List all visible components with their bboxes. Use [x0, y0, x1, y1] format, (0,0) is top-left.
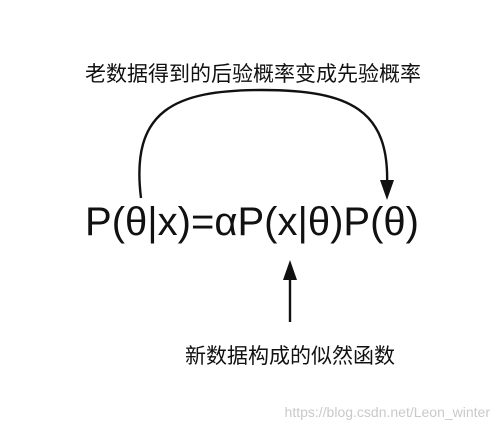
straight-arrow-head — [283, 260, 297, 280]
bayes-formula: P(θ|x)=αP(x|θ)P(θ) — [85, 200, 419, 244]
posterior-to-prior-label: 老数据得到的后验概率变成先验概率 — [85, 62, 421, 86]
curved-arrow-head — [380, 180, 394, 200]
curved-arrow-prior-to-posterior — [138, 88, 389, 199]
watermark: https://blog.csdn.net/Leon_winter — [284, 404, 490, 420]
likelihood-label: 新数据构成的似然函数 — [185, 344, 395, 368]
